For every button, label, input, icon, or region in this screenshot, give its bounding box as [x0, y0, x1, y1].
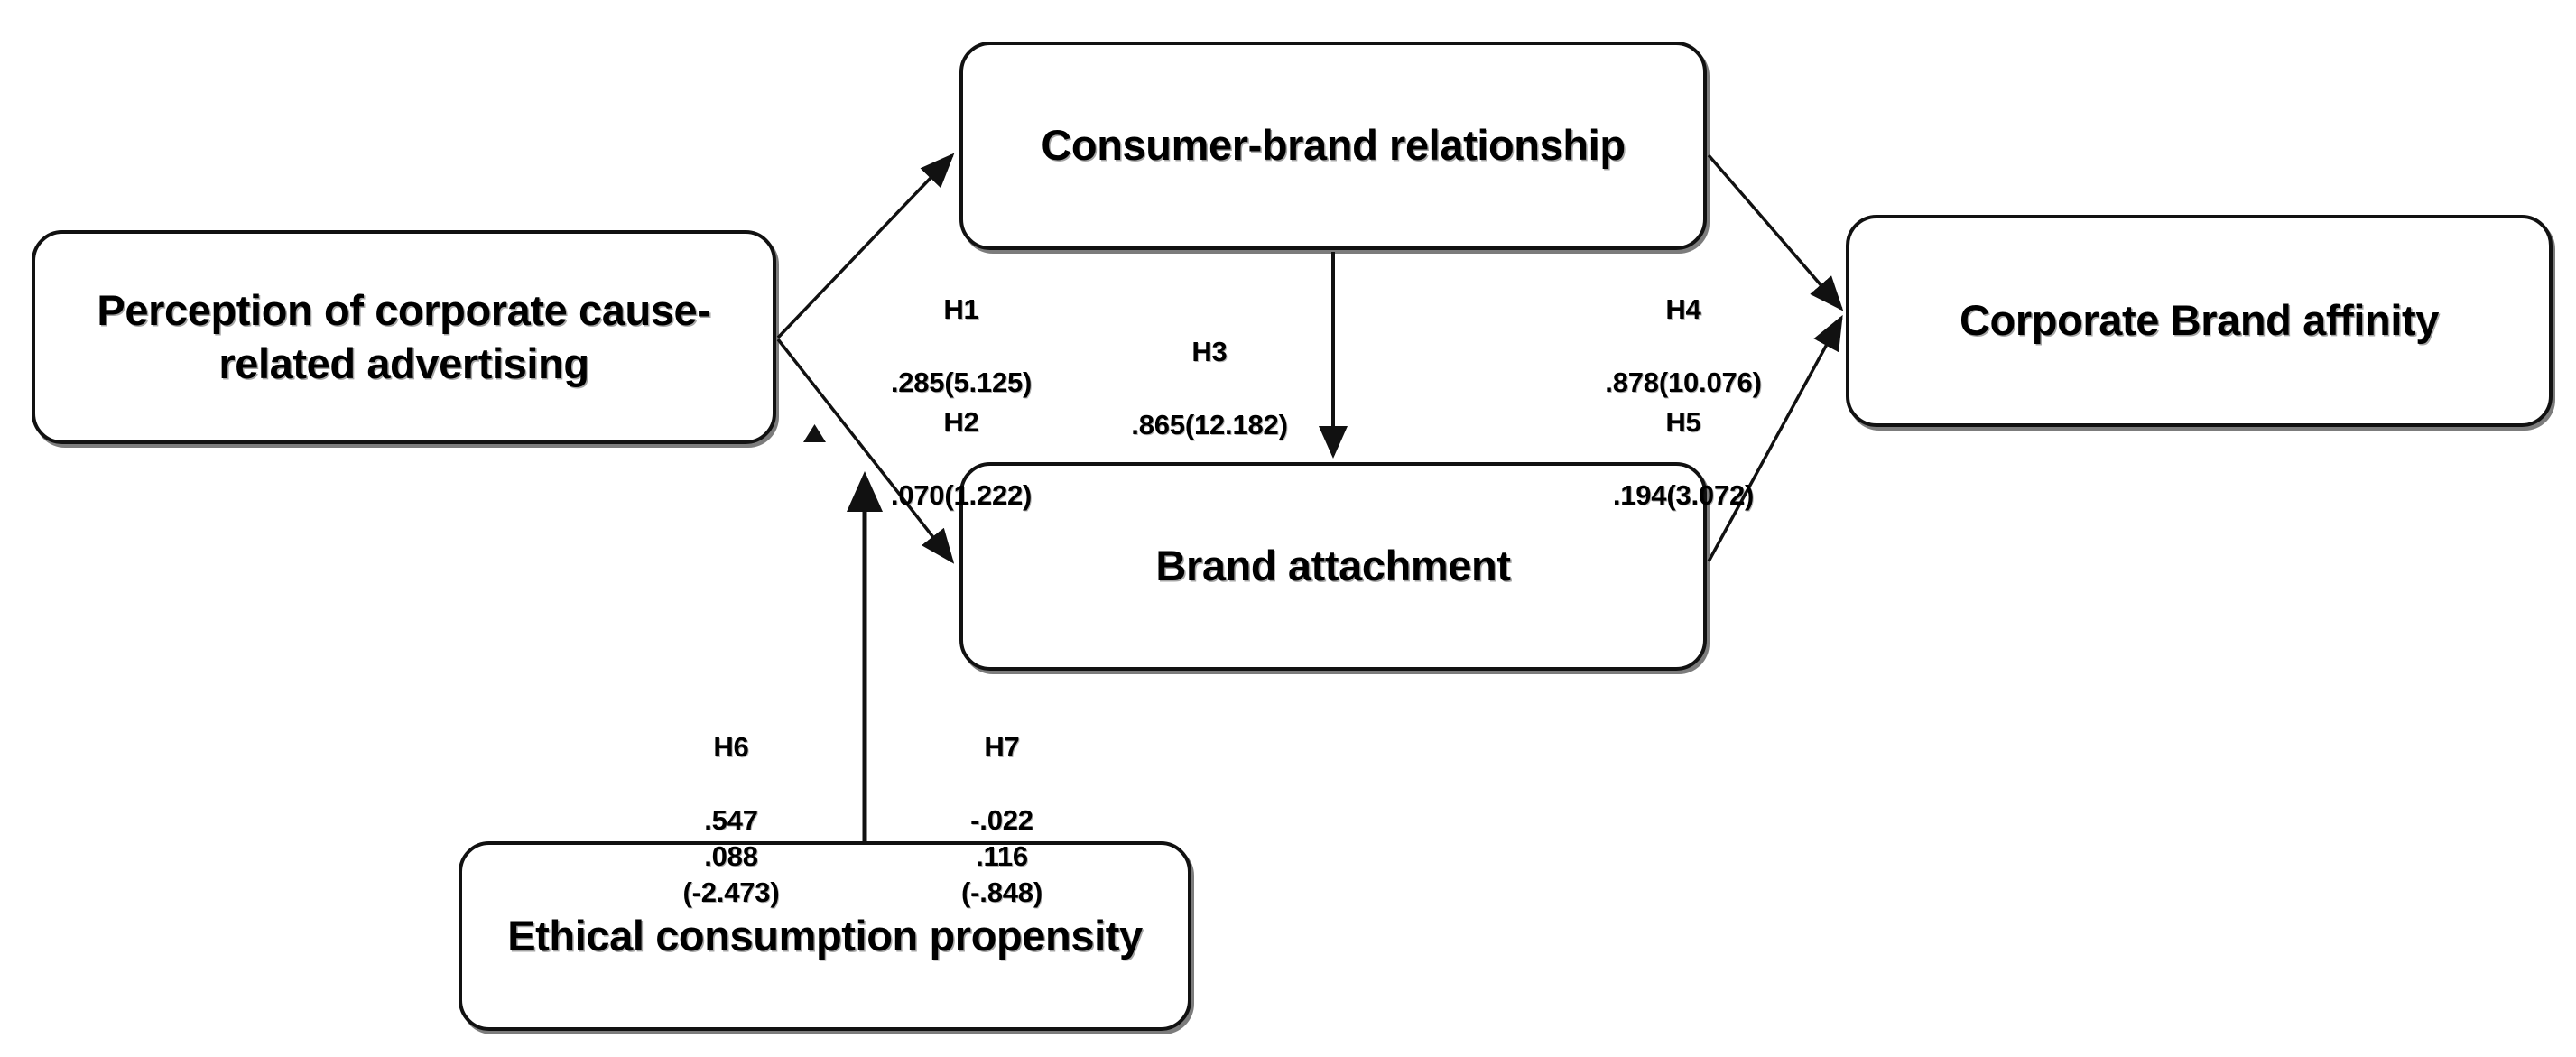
edge-label-h6: H6 .547 .088 (-2.473) [632, 693, 830, 948]
edge-label-h4-value: .878(10.076) [1605, 366, 1762, 398]
node-perception-label: Perception of corporate cause-related ad… [97, 286, 711, 387]
edge-label-h5-value: .194(3.072) [1612, 478, 1755, 511]
edge-label-h7-id: H7 [984, 731, 1020, 764]
edge-label-h3-id: H3 [1191, 336, 1228, 368]
edge-label-h4: H4 .878(10.076) [1561, 255, 1805, 437]
edge-label-h2: H2 .070(1.222) [848, 368, 1074, 550]
edge-label-h1-id: H1 [943, 293, 979, 326]
edge-label-h2-id: H2 [943, 406, 979, 439]
edge-label-h1-value: .285(5.125) [890, 366, 1033, 398]
edge-label-h5: H5 .194(3.072) [1561, 368, 1805, 550]
edge-label-h3-value: .865(12.182) [1131, 408, 1288, 440]
edge-label-h5-id: H5 [1665, 406, 1701, 439]
edge-label-h7: H7 -.022 .116 (-.848) [903, 693, 1101, 948]
edge-label-h6-value: .547 .088 (-2.473) [682, 803, 780, 909]
node-ethical-consumption-propensity[interactable]: Ethical consumption propensity [459, 841, 1191, 1031]
moderator-marker-icon [803, 424, 826, 442]
node-consumer-brand-relationship-label: Consumer-brand relationship [1041, 121, 1626, 170]
node-perception-of-corporate-cause-related-advertising[interactable]: Perception of corporate cause-related ad… [32, 230, 776, 444]
node-brand-attachment-label: Brand attachment [1155, 542, 1511, 590]
node-consumer-brand-relationship[interactable]: Consumer-brand relationship [959, 42, 1707, 250]
edge-label-h2-value: .070(1.222) [890, 478, 1033, 511]
edge-label-h4-id: H4 [1665, 293, 1701, 326]
node-corporate-brand-affinity[interactable]: Corporate Brand affinity [1846, 215, 2553, 427]
node-ethical-consumption-propensity-label: Ethical consumption propensity [507, 911, 1143, 960]
edge-label-h6-id: H6 [713, 731, 749, 764]
edge-label-h7-value: -.022 .116 (-.848) [961, 803, 1042, 909]
edge-label-h1: H1 .285(5.125) [848, 255, 1074, 437]
edge-label-h3: H3 .865(12.182) [1088, 298, 1331, 479]
node-brand-attachment[interactable]: Brand attachment [959, 462, 1707, 671]
node-corporate-brand-affinity-label: Corporate Brand affinity [1960, 296, 2439, 345]
